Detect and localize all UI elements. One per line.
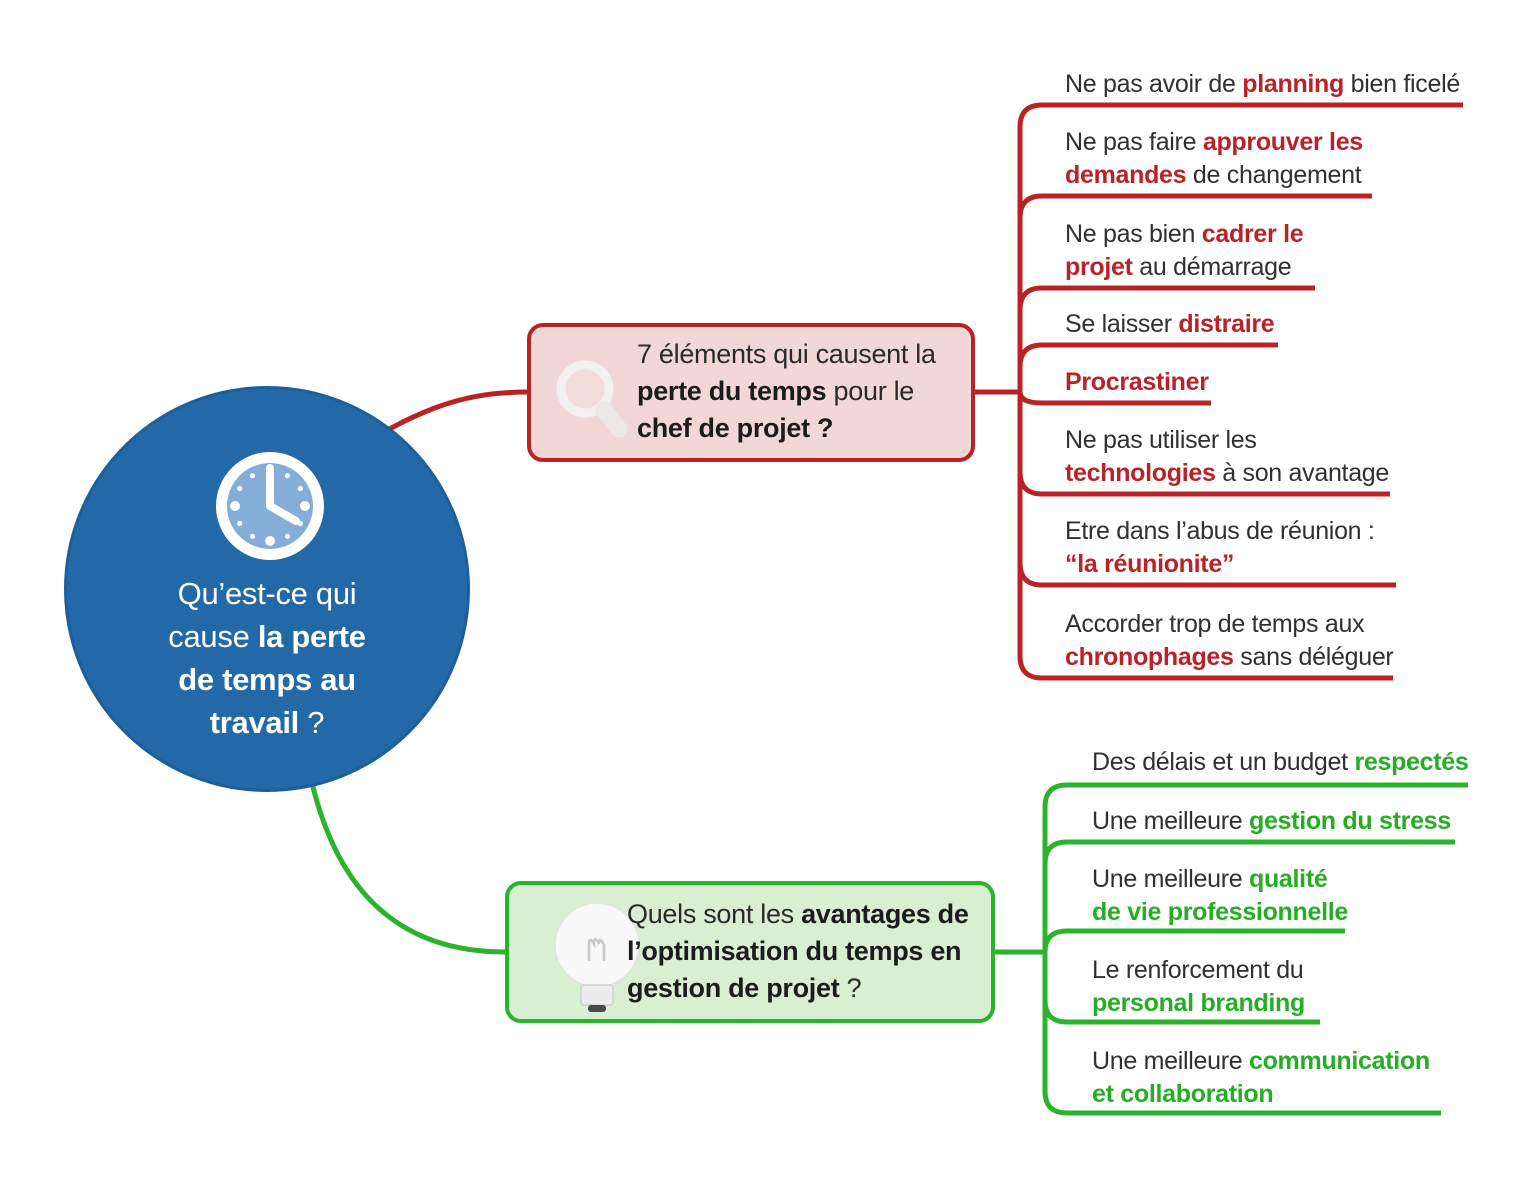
leaf-topic-gestion-stress[interactable]: Une meilleure gestion du stress [1092, 807, 1451, 835]
leaf-underline [1042, 782, 1468, 952]
leaf-topic-qualite-vie[interactable]: Une meilleure qualité de vie professionn… [1092, 865, 1348, 926]
leaf-topic-delais-budget[interactable]: Des délais et un budget respectés [1092, 748, 1469, 776]
leaf-underline [1042, 928, 1345, 953]
leaf-underline [1017, 285, 1315, 392]
branch-title: 7 éléments qui causent la perte du temps… [637, 339, 936, 443]
leaf-topic-technologies[interactable]: Ne pas utiliser les technologies à son a… [1065, 426, 1390, 487]
branch-topic-causes[interactable]: 7 éléments qui causent la perte du temps… [527, 323, 975, 462]
leaf-underline [1017, 193, 1372, 392]
leaf-underline [1042, 952, 1441, 1116]
leaf-topic-distraction[interactable]: Se laisser distraire [1065, 310, 1275, 338]
leaf-topic-planning[interactable]: Ne pas avoir de planning bien ficelé [1065, 70, 1460, 98]
central-topic-label: Qu’est-ce qui cause la perte de temps au… [168, 576, 366, 740]
lightbulb-icon [554, 902, 640, 1012]
leaf-topic-procrastination[interactable]: Procrastiner [1065, 368, 1209, 396]
leaf-topic-chronophages[interactable]: Accorder trop de temps aux chronophages … [1065, 610, 1394, 671]
leaf-underline [1017, 342, 1278, 392]
leaf-topic-reunionite[interactable]: Etre dans l’abus de réunion : “la réunio… [1065, 517, 1375, 578]
magnifier-icon [556, 360, 628, 438]
leaf-underline [1042, 839, 1455, 952]
leaf-topic-cadrage[interactable]: Ne pas bien cadrer le projet au démarrag… [1065, 220, 1304, 281]
branch-topic-avantages[interactable]: Quels sont les avantages de l’optimisati… [505, 881, 995, 1023]
branch-title: Quels sont les avantages de l’optimisati… [627, 899, 969, 1003]
branch-connector-green [305, 764, 506, 955]
central-topic[interactable]: Qu’est-ce qui cause la perte de temps au… [64, 386, 470, 792]
leaf-topic-personal-branding[interactable]: Le renforcement du personal branding [1092, 956, 1305, 1017]
leaf-topic-communication[interactable]: Une meilleure communication et collabora… [1092, 1047, 1430, 1108]
leaf-underline [1017, 102, 1463, 392]
leaf-underline [1017, 392, 1393, 681]
leaf-topic-approbation[interactable]: Ne pas faire approuver les demandes de c… [1065, 128, 1363, 189]
clock-icon [216, 452, 324, 560]
